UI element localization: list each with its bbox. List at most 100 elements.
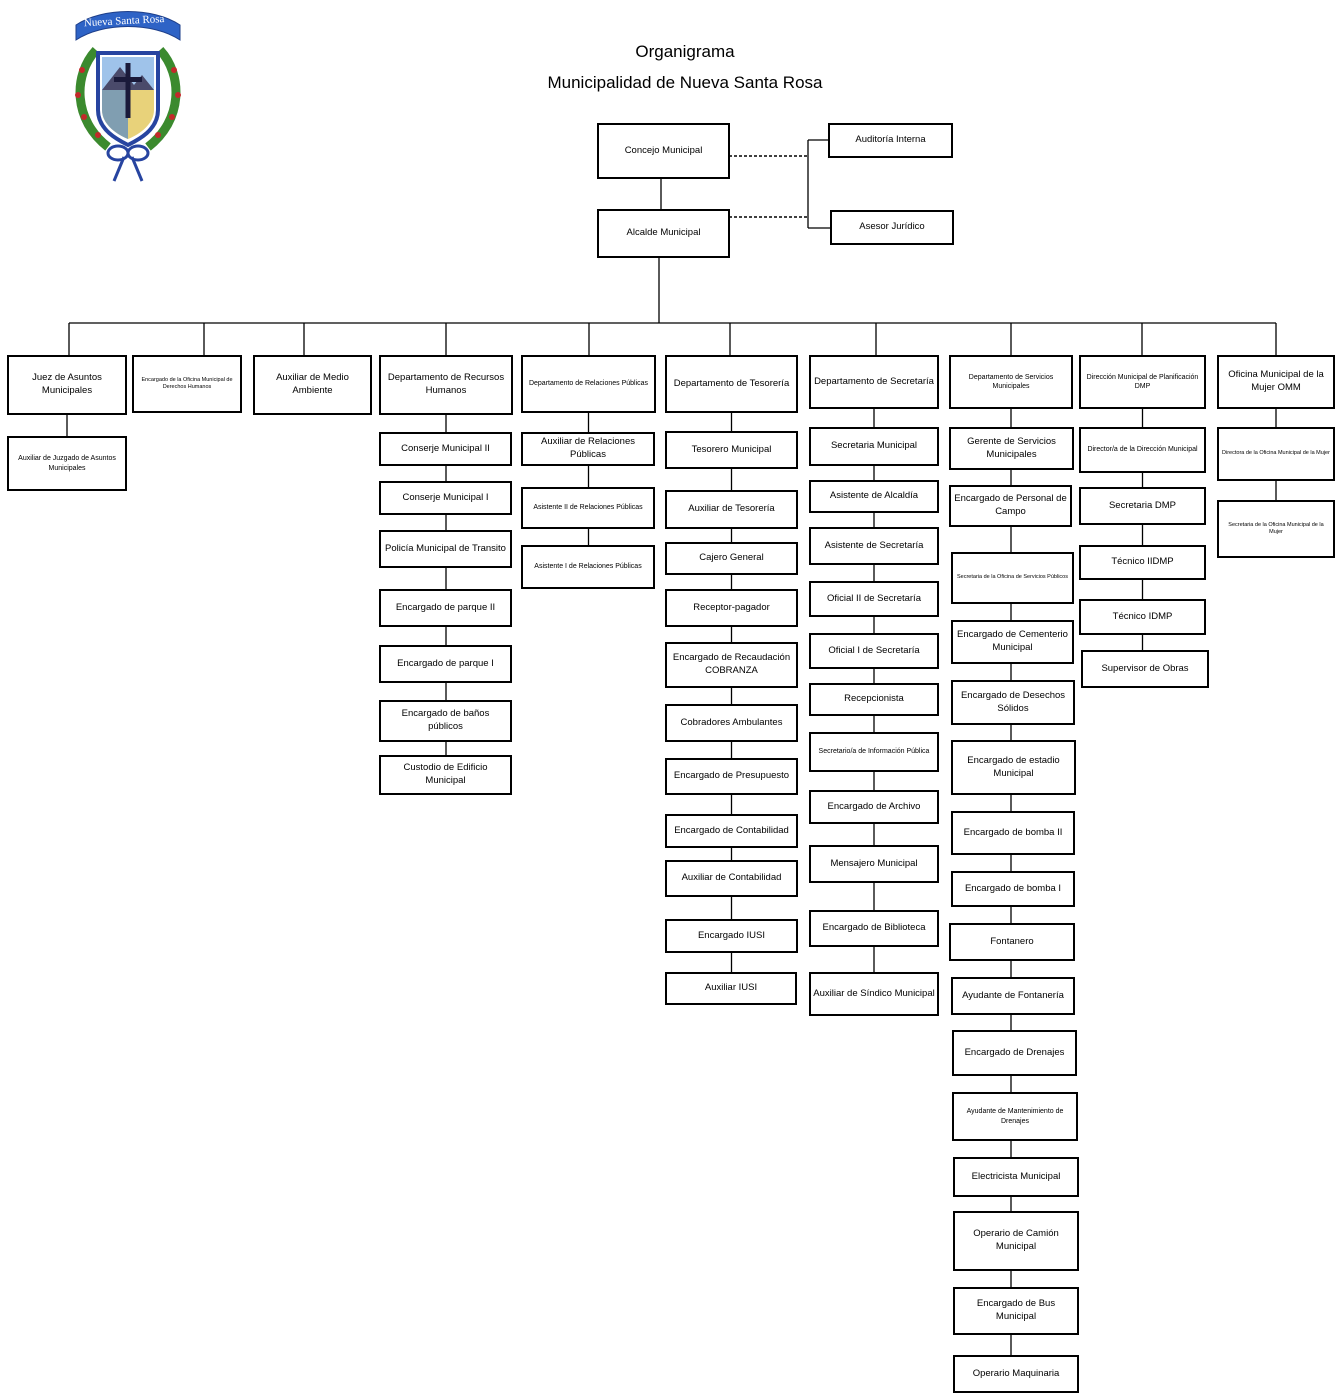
box-concejo-municipal-frame <box>597 123 730 179</box>
box-position: Directora de la Oficina Municipal de la … <box>1217 427 1335 481</box>
box-position-frame <box>1217 500 1335 558</box>
shield-icon <box>96 51 160 148</box>
box-position-frame <box>665 972 797 1005</box>
box-position-frame <box>951 680 1075 725</box>
box-position-frame <box>379 432 512 466</box>
box-position-frame <box>1079 427 1206 473</box>
box-position: Auxiliar de Relaciones Públicas <box>521 432 655 466</box>
box-position-label: Encargado IUSI <box>697 929 766 941</box>
box-position: Asistente de Alcaldía <box>809 480 939 513</box>
box-position-frame <box>521 487 655 529</box>
box-position-frame <box>949 923 1075 961</box>
box-position: Cajero General <box>665 542 798 575</box>
box-position: Recepcionista <box>809 683 939 716</box>
box-position-label: Policía Municipal de Transito <box>385 542 506 554</box>
box-position-frame <box>379 589 512 627</box>
chart-title: Organigrama <box>635 42 735 61</box>
box-position-frame <box>379 645 512 683</box>
box-position: Auxiliar de Contabilidad <box>665 860 798 897</box>
box-position-label: Auxiliar de Relaciones Públicas <box>541 436 635 460</box>
box-asesor-juridico: Asesor Jurídico <box>830 210 954 245</box>
box-column-head-label: Juez de Asuntos Municipales <box>32 372 102 396</box>
box-position-label: Auxiliar de Juzgado de Asuntos Municipal… <box>18 455 116 472</box>
box-position-label: Secretaria de la Oficina de Servicios Pú… <box>957 574 1068 581</box>
box-position: Técnico IDMP <box>1079 599 1206 635</box>
box-position: Encargado de parque II <box>379 589 512 627</box>
box-auditoria-interna-label: Auditoría Interna <box>855 134 926 146</box>
box-position-frame <box>665 642 798 688</box>
box-position-label: Operario Maquinaria <box>972 1367 1060 1379</box>
box-position-frame <box>379 530 512 568</box>
box-position: Encargado de Contabilidad <box>665 814 798 848</box>
box-position: Fontanero <box>949 923 1075 961</box>
box-column-head: Departamento de Recursos Humanos <box>379 355 513 415</box>
box-position-label: Mensajero Municipal <box>830 857 918 869</box>
box-position-label: Encargado de parque I <box>397 657 494 669</box>
box-position-label: Auxiliar de Tesorería <box>688 503 775 515</box>
box-position-label: Oficial II de Secretaría <box>827 592 921 604</box>
box-position: Tesorero Municipal <box>665 431 798 469</box>
box-position-label: Encargado de Bus Municipal <box>976 1298 1056 1322</box>
box-position-label: Encargado de Recaudación COBRANZA <box>672 652 791 676</box>
box-position: Custodio de Edificio Municipal <box>379 755 512 795</box>
box-position-frame <box>379 481 512 515</box>
box-column-head-frame <box>253 355 372 415</box>
box-position: Gerente de Servicios Municipales <box>949 427 1074 470</box>
box-position-label: Técnico IIDMP <box>1111 556 1174 568</box>
box-position-label: Encargado de bomba II <box>963 826 1063 838</box>
box-position: Ayudante de Fontanería <box>951 977 1075 1015</box>
box-position: Electricista Municipal <box>953 1157 1079 1197</box>
box-position-frame <box>1079 599 1206 635</box>
box-position-label: Auxiliar de Contabilidad <box>681 872 782 884</box>
box-position-frame <box>665 704 798 742</box>
box-position: Conserje Municipal I <box>379 481 512 515</box>
box-position: Encargado de Recaudación COBRANZA <box>665 642 798 688</box>
box-concejo-municipal-label: Concejo Municipal <box>624 144 703 156</box>
box-position-label: Secretario/a de Información Pública <box>818 748 930 756</box>
box-position-frame <box>809 527 939 565</box>
box-position-frame <box>952 1092 1078 1141</box>
box-asesor-juridico-frame <box>830 210 954 245</box>
box-position-frame <box>809 790 939 824</box>
box-position: Encargado de Personal de Campo <box>949 485 1072 527</box>
box-position-frame <box>953 1157 1079 1197</box>
box-position-label: Oficial I de Secretaría <box>828 644 920 656</box>
box-column-head: Departamento de Tesorería <box>665 355 798 413</box>
box-position-frame <box>809 972 939 1016</box>
box-position: Encargado de estadio Municipal <box>951 740 1076 795</box>
box-position-label: Recepcionista <box>844 693 904 705</box>
box-column-head: Juez de Asuntos Municipales <box>7 355 127 415</box>
box-position: Auxiliar IUSI <box>665 972 797 1005</box>
box-position-label: Secretaria DMP <box>1108 499 1177 511</box>
box-position-frame <box>953 1287 1079 1335</box>
box-position-label: Encargado de parque II <box>395 601 496 613</box>
box-position-frame <box>665 542 798 575</box>
box-position-label: Director/a de la Dirección Municipal <box>1087 446 1198 454</box>
box-column-head-frame <box>949 355 1073 409</box>
box-concejo-municipal: Concejo Municipal <box>597 123 730 179</box>
box-position: Encargado de Presupuesto <box>665 758 798 795</box>
box-position: Receptor-pagador <box>665 589 798 627</box>
box-position-frame <box>665 814 798 848</box>
box-position-label: Encargado de Contabilidad <box>674 824 789 836</box>
box-column-head-label: Encargado de la Oficina Municipal de Der… <box>141 376 233 390</box>
municipal-logo: Nueva Santa Rosa <box>75 11 181 182</box>
box-position-label: Conserje Municipal I <box>402 491 489 503</box>
box-position: Encargado de parque I <box>379 645 512 683</box>
box-position-label: Encargado de Desechos Sólidos <box>960 689 1066 714</box>
box-position-label: Encargado de bomba I <box>964 882 1062 894</box>
box-position-frame <box>379 755 512 795</box>
box-position-frame <box>7 436 127 491</box>
box-column-head-label: Departamento de Servicios Municipales <box>968 373 1054 390</box>
box-position-frame <box>953 1355 1079 1393</box>
box-column-head-frame <box>7 355 127 415</box>
box-position-frame <box>665 490 798 529</box>
box-position-frame <box>952 1030 1077 1076</box>
box-position-frame <box>951 620 1074 664</box>
box-alcalde-municipal: Alcalde Municipal <box>597 209 730 258</box>
box-position-frame <box>809 845 939 883</box>
box-position-label: Encargado de baños públicos <box>401 708 490 732</box>
box-position-frame <box>521 432 655 466</box>
box-position: Operario Maquinaria <box>953 1355 1079 1393</box>
